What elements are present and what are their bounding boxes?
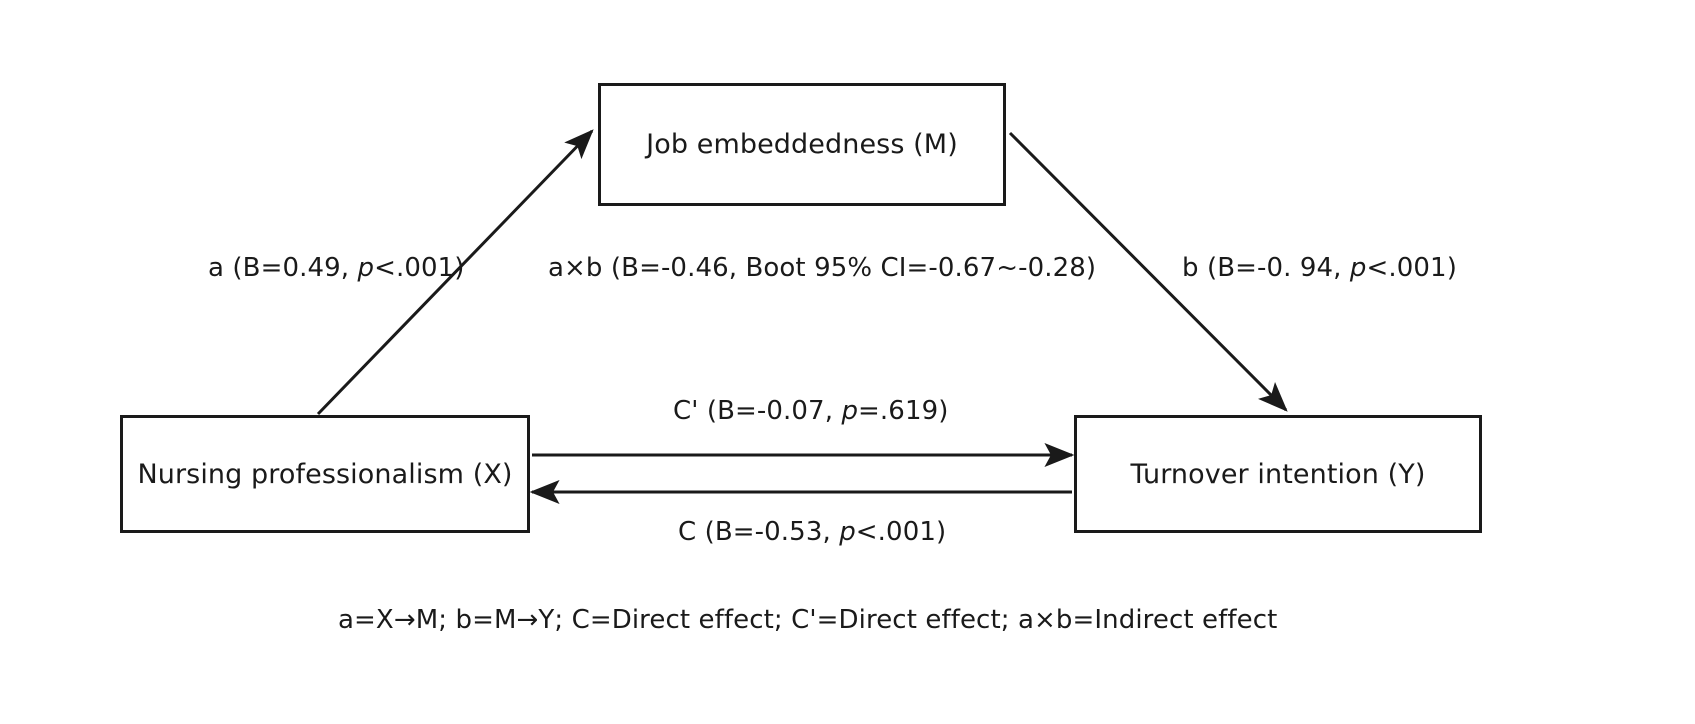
path-indirect-label: a×b (B=-0.46, Boot 95% CI=-0.67~-0.28) xyxy=(548,253,1096,283)
path-b-label: b (B=-0. 94, p<.001) xyxy=(1182,253,1457,283)
diagram-footnote-text: a=X→M; b=M→Y; C=Direct effect; C'=Direct… xyxy=(338,605,1278,635)
node-mediator-label: Job embeddedness (M) xyxy=(646,129,958,160)
node-outcome-label: Turnover intention (Y) xyxy=(1130,458,1426,490)
path-b-suffix: <.001) xyxy=(1366,253,1457,283)
path-c-prime-p-symbol: p xyxy=(841,396,859,426)
path-a-prefix: a (B=0.49, xyxy=(208,253,358,283)
node-outcome: Turnover intention (Y) xyxy=(1074,415,1482,533)
path-c-suffix: <.001) xyxy=(855,517,947,547)
path-c-p-symbol: p xyxy=(839,517,856,547)
node-predictor: Nursing professionalism (X) xyxy=(120,415,530,533)
path-c-prefix: C (B=-0.53, xyxy=(678,517,840,547)
path-c-prime-prefix: C' (B=-0.07, xyxy=(673,396,842,426)
node-predictor-label: Nursing professionalism (X) xyxy=(137,458,513,490)
path-c-label: C (B=-0.53, p<.001) xyxy=(678,517,946,547)
diagram-footnote: a=X→M; b=M→Y; C=Direct effect; C'=Direct… xyxy=(338,605,1277,635)
path-c-prime-label: C' (B=-0.07, p=.619) xyxy=(673,396,948,426)
path-b-arrow xyxy=(1008,131,1288,412)
path-a-label: a (B=0.49, p<.001) xyxy=(208,253,465,283)
path-indirect-text: a×b (B=-0.46, Boot 95% CI=-0.67~-0.28) xyxy=(548,253,1097,283)
path-a-p-symbol: p xyxy=(357,253,375,283)
path-b-p-symbol: p xyxy=(1349,253,1367,283)
path-a-suffix: <.001) xyxy=(374,253,465,283)
node-mediator: Job embeddedness (M) xyxy=(598,83,1006,206)
path-a-arrow xyxy=(316,129,594,416)
path-c-prime-suffix: =.619) xyxy=(858,396,949,426)
path-b-prefix: b (B=-0. 94, xyxy=(1182,253,1350,283)
